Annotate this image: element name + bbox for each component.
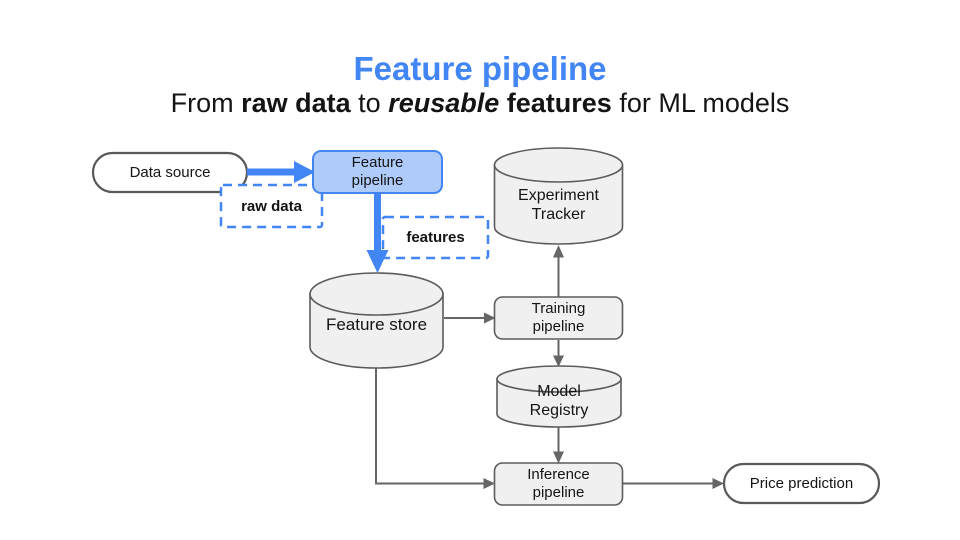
feature-store-cylinder-top <box>309 272 444 316</box>
features-edge-label: features <box>406 228 465 246</box>
blue-arrowhead-right-icon <box>294 161 315 183</box>
model-registry-label: Model Registry <box>529 382 589 419</box>
raw-data-edge-label: raw data <box>241 197 302 215</box>
blue-arrowhead-down-icon <box>366 250 389 273</box>
training-pipeline-label: Training pipeline <box>531 300 586 335</box>
arrowhead-right-icon <box>712 478 724 489</box>
page-title: Feature pipeline <box>353 50 607 87</box>
subtitle-segment: for ML models <box>611 88 790 118</box>
raw-data-annotation-box <box>219 183 324 229</box>
edge-featurestore-inference <box>375 368 484 485</box>
arrowhead-right-icon <box>484 312 496 324</box>
model-registry-cylinder-top <box>496 365 622 393</box>
experiment-tracker-shape <box>493 164 624 245</box>
subtitle-segment-reusable: reusable <box>388 88 500 118</box>
subtitle-segment-raw-data: raw data <box>241 88 351 118</box>
gray-edges <box>375 257 713 485</box>
arrowhead-right-icon <box>483 478 495 489</box>
price-prediction-label: Price prediction <box>749 475 854 492</box>
features-annotation-box <box>381 215 490 260</box>
subtitle-segment-features: features <box>499 88 612 118</box>
arrowhead-down-icon <box>553 451 564 464</box>
price-prediction-shape <box>722 462 881 505</box>
feature-pipeline-shape <box>312 150 443 194</box>
subtitle-segment: to <box>350 88 389 118</box>
inference-pipeline-label: Inference pipeline <box>527 466 590 501</box>
feature-pipeline-label: Feature pipeline <box>351 154 404 189</box>
experiment-tracker-cylinder-top <box>493 147 624 183</box>
feature-store-label: Feature store <box>325 314 428 334</box>
subtitle-segment: From <box>170 88 242 118</box>
experiment-tracker-label: Experiment Tracker <box>518 186 599 223</box>
arrowhead-up-icon <box>553 245 564 258</box>
page-subtitle: From raw data to reusable features for M… <box>0 88 960 119</box>
data-source-label: Data source <box>129 163 211 181</box>
arrowhead-down-icon <box>553 355 564 367</box>
inference-pipeline-shape <box>493 462 624 506</box>
training-pipeline-shape <box>493 296 624 340</box>
gray-arrowheads <box>483 245 724 489</box>
